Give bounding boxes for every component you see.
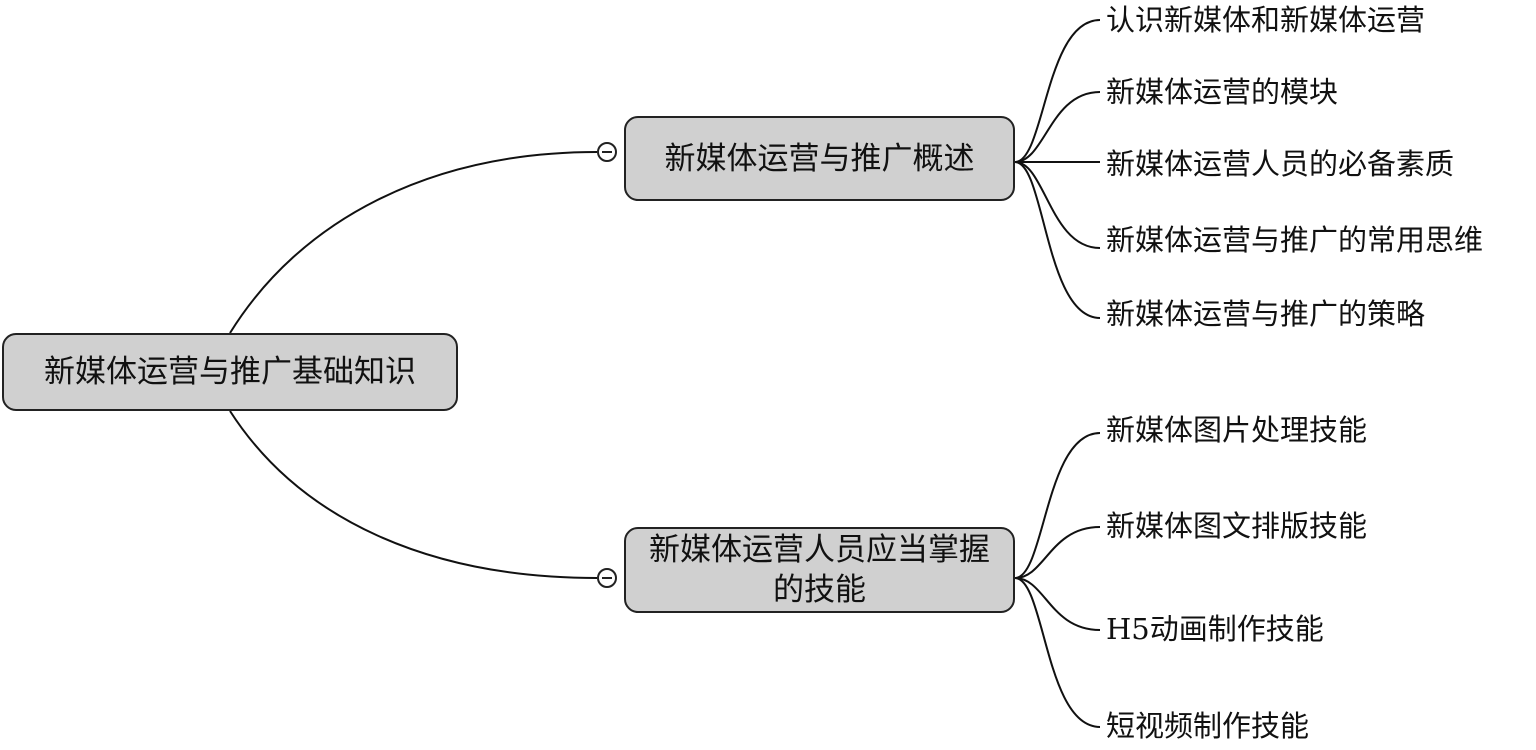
- branch-0-leaf-0-connector: [1014, 19, 1101, 163]
- leaf-node[interactable]: 新媒体运营与推广的常用思维: [1106, 223, 1484, 257]
- root-node-label: 新媒体运营与推广基础知识: [44, 354, 416, 390]
- branch-0-leaf-1-connector: [1014, 91, 1101, 163]
- branch-0-leaf-4-connector: [1014, 161, 1101, 319]
- branch-node-label: 新媒体运营人员应当掌握的技能: [649, 532, 990, 608]
- branch-1-leaf-0-connector: [1014, 432, 1101, 579]
- leaf-node[interactable]: 短视频制作技能: [1106, 709, 1310, 743]
- branch-1-leaf-2-connector: [1014, 577, 1101, 631]
- branch-1-leaf-3-connector: [1014, 577, 1101, 728]
- collapse-minus-icon[interactable]: [597, 142, 617, 162]
- leaf-node[interactable]: 新媒体运营与推广的策略: [1106, 297, 1426, 331]
- root-to-branch-0-connector: [229, 151, 598, 334]
- leaf-node[interactable]: 新媒体图文排版技能: [1106, 509, 1368, 543]
- leaf-node[interactable]: 新媒体图片处理技能: [1106, 413, 1368, 447]
- collapse-minus-icon[interactable]: [597, 568, 617, 588]
- leaf-node[interactable]: H5动画制作技能: [1106, 612, 1324, 646]
- leaf-node[interactable]: 新媒体运营的模块: [1106, 75, 1339, 109]
- leaf-node[interactable]: 认识新媒体和新媒体运营: [1106, 3, 1426, 37]
- branch-1-leaf-1-connector: [1014, 526, 1101, 579]
- leaf-node[interactable]: 新媒体运营人员的必备素质: [1106, 147, 1455, 181]
- branch-node-overview[interactable]: 新媒体运营与推广概述: [624, 116, 1015, 201]
- branch-node-label: 新媒体运营与推广概述: [664, 140, 975, 177]
- root-to-branch-1-connector: [229, 410, 598, 579]
- branch-node-skills[interactable]: 新媒体运营人员应当掌握的技能: [624, 527, 1015, 613]
- root-node[interactable]: 新媒体运营与推广基础知识: [2, 333, 458, 411]
- branch-0-leaf-3-connector: [1014, 161, 1101, 249]
